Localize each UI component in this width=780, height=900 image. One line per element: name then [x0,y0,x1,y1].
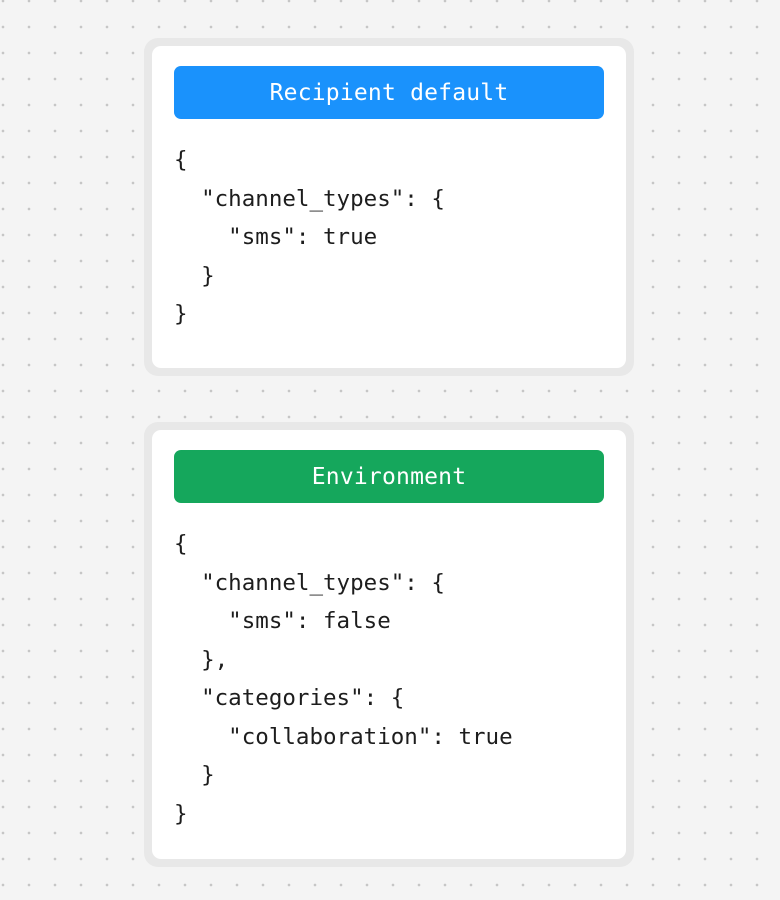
node-recipient-default[interactable]: Recipient default { "channel_types": { "… [144,38,634,376]
node-card-recipient-default: Recipient default { "channel_types": { "… [152,46,626,368]
node-json-environment: { "channel_types": { "sms": false }, "ca… [174,531,513,827]
node-title-recipient-default[interactable]: Recipient default [174,66,604,119]
node-title-environment[interactable]: Environment [174,450,604,503]
node-environment[interactable]: Environment { "channel_types": { "sms": … [144,422,634,867]
node-card-environment: Environment { "channel_types": { "sms": … [152,430,626,859]
node-json-recipient-default: { "channel_types": { "sms": true } } [174,147,445,327]
